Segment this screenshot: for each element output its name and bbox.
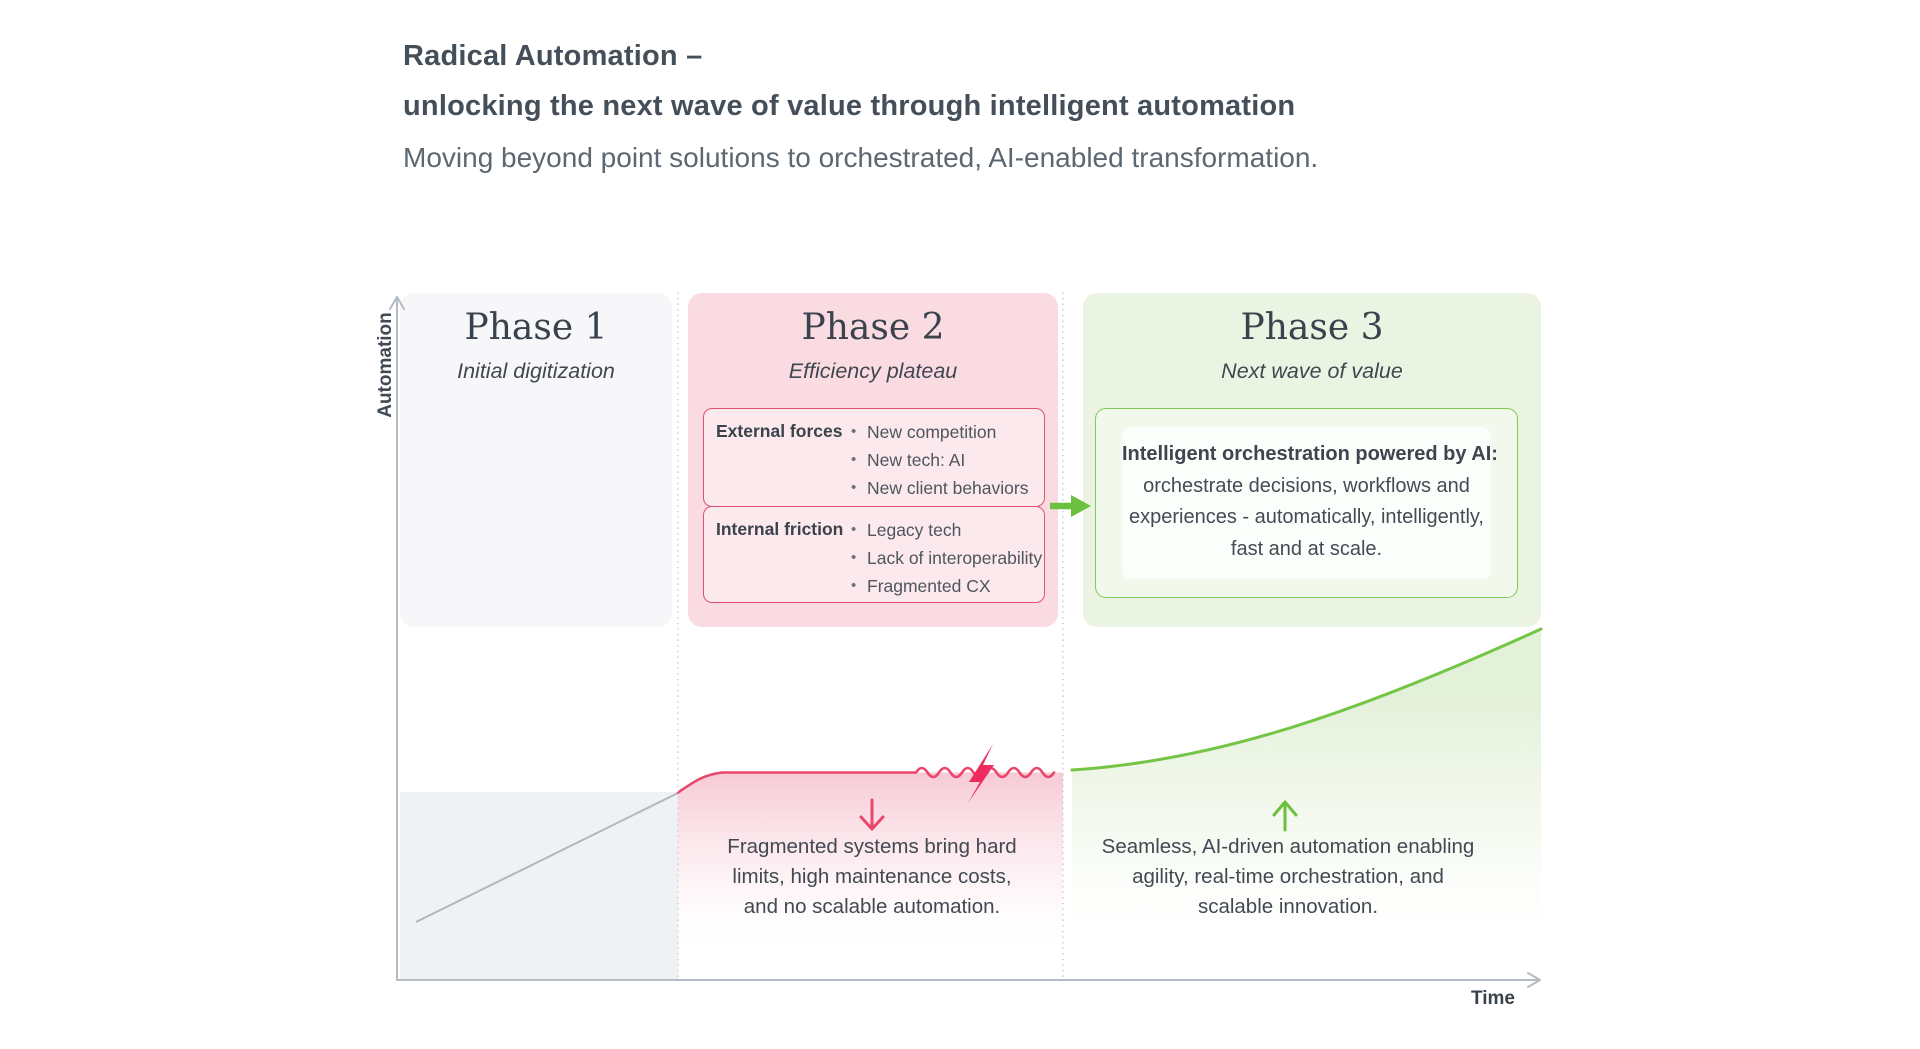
phase-2-caption: Fragmented systems bring hard limits, hi… [682,832,1062,922]
y-axis-label: Automation [375,312,396,418]
list-item: New client behaviors [849,474,1034,502]
ai-callout-line: experiences - automatically, intelligent… [1129,506,1484,528]
phase-1-panel: Phase 1 Initial digitization [400,293,672,627]
caption-line: limits, high maintenance costs, [732,865,1012,888]
phase-1-growth-line [415,792,679,923]
phase-2-subtitle: Efficiency plateau [788,359,958,383]
phase-3-caption: Seamless, AI-driven automation enabling … [1078,832,1498,922]
transition-arrow-icon [1071,495,1091,517]
list-item: New tech: AI [849,446,1034,474]
page-title-line-1: Radical Automation – [403,40,703,72]
ai-callout-line: fast and at scale. [1230,537,1383,560]
ai-callout-inner: Intelligent orchestration powered by AI:… [1122,427,1498,579]
caption-line: and no scalable automation. [743,895,1001,918]
phase-1-title: Phase 1 [464,307,608,348]
page-subtitle: Moving beyond point solutions to orchest… [403,142,1319,173]
phase-2-title: Phase 2 [801,307,945,348]
ai-callout-box: Intelligent orchestration powered by AI:… [1095,408,1518,598]
lightning-icon [968,744,994,803]
caption-line: agility, real-time orchestration, and [1132,865,1444,888]
caption-line: scalable innovation. [1197,895,1379,918]
external-forces-label: External forces [716,421,843,441]
internal-friction-label: Internal friction [716,519,844,539]
internal-friction-list: Legacy tech Lack of interoperability Fra… [849,516,1042,600]
x-axis-label: Time [1470,988,1515,1009]
list-item: Fragmented CX [849,572,1042,600]
ai-callout-line: orchestrate decisions, workflows and [1143,474,1470,497]
phase-3-area-fill [1072,629,1541,956]
list-item: Legacy tech [849,516,1042,544]
phase-3-subtitle: Next wave of value [1221,359,1403,383]
ai-callout-line: Intelligent orchestration powered by AI: [1122,443,1498,465]
external-forces-box: External forces New competition New tech… [703,408,1045,507]
phase-1-area-fill [400,792,678,980]
page-title-line-2: unlocking the next wave of value through… [403,90,1296,122]
phase-3-title: Phase 3 [1240,307,1384,348]
x-axis [396,972,1541,988]
internal-friction-box: Internal friction Legacy tech Lack of in… [703,506,1045,603]
growth-arrow-icon [1272,800,1298,832]
y-axis [389,296,405,981]
growth-curve [1070,627,1543,772]
caption-line: Fragmented systems bring hard [727,835,1017,858]
list-item: New competition [849,418,1034,446]
phase-1-subtitle: Initial digitization [457,359,615,383]
caption-line: Seamless, AI-driven automation enabling [1101,835,1475,858]
phase-2-area-fill [678,772,1063,956]
external-forces-list: New competition New tech: AI New client … [849,418,1034,502]
list-item: Lack of interoperability [849,544,1042,572]
decline-arrow-icon [859,798,885,831]
